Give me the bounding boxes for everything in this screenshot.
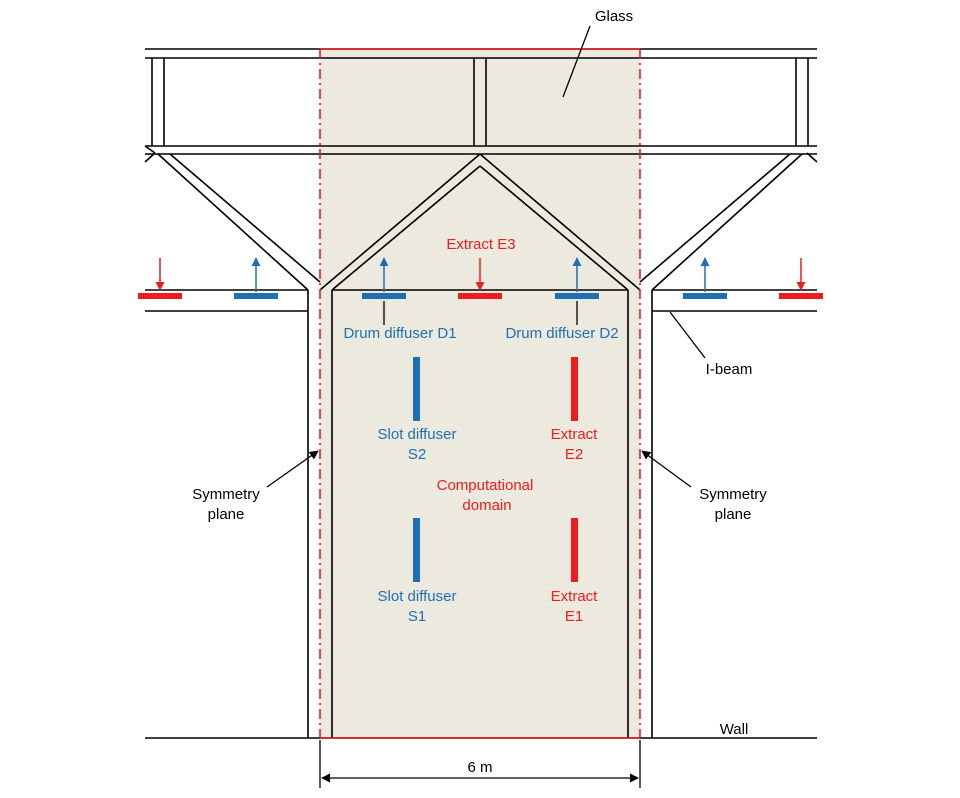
- roof-truss: [144, 48, 818, 291]
- drum-diffuser-d2-label: Drum diffuser D2: [505, 325, 618, 342]
- glass-leader: [562, 25, 591, 98]
- extract-e1: [571, 518, 578, 582]
- drum-diffuser-d2: [555, 293, 599, 299]
- computational-domain-label-line1: Computational: [437, 477, 534, 494]
- extract-e2-label-line2: E2: [565, 446, 583, 463]
- slot-diffuser-s1: [413, 518, 420, 582]
- ceiling-devices: [138, 257, 823, 299]
- slot-diffuser-s2-label-line2: S2: [408, 446, 426, 463]
- symmetry-plane-right-label-line1: Symmetry: [699, 486, 767, 503]
- drum-diffuser-outer-right: [683, 293, 727, 299]
- glass-label: Glass: [595, 8, 633, 25]
- drum-diffuser-outer-left: [234, 293, 278, 299]
- extract-e1-label-line2: E1: [565, 608, 583, 625]
- extract-e2: [571, 357, 578, 421]
- leader-lines: [266, 25, 706, 788]
- symmetry-plane-right-label-line2: plane: [715, 506, 752, 523]
- dimension-label: 6 m: [467, 759, 492, 776]
- slot-diffuser-s1-label-line1: Slot diffuser: [378, 588, 457, 605]
- extract-grille-outer-right: [779, 293, 823, 299]
- extract-e2-label-line1: Extract: [551, 426, 599, 443]
- drum-diffuser-d1-label: Drum diffuser D1: [343, 325, 456, 342]
- extract-grille-e3: [458, 293, 502, 299]
- drum-diffuser-d1: [362, 293, 406, 299]
- slot-diffuser-s1-label-line2: S1: [408, 608, 426, 625]
- symmetry-plane-left-label-line1: Symmetry: [192, 486, 260, 503]
- extract-e3-label: Extract E3: [446, 236, 515, 253]
- i-beam-leader: [669, 311, 706, 359]
- extract-grille-outer-left: [138, 293, 182, 299]
- symmetry-right-arrow: [641, 450, 692, 488]
- i-beam-label: I-beam: [706, 361, 753, 378]
- computational-domain-area: [320, 49, 640, 738]
- extract-e1-label-line1: Extract: [551, 588, 599, 605]
- symmetry-plane-left-label-line2: plane: [208, 506, 245, 523]
- symmetry-left-arrow: [266, 450, 319, 488]
- domain-boundary: [319, 48, 641, 739]
- slot-diffuser-s2: [413, 357, 420, 421]
- slot-diffuser-s2-label-line1: Slot diffuser: [378, 426, 457, 443]
- computational-domain-label-line2: domain: [462, 497, 511, 514]
- wall-label: Wall: [720, 721, 749, 738]
